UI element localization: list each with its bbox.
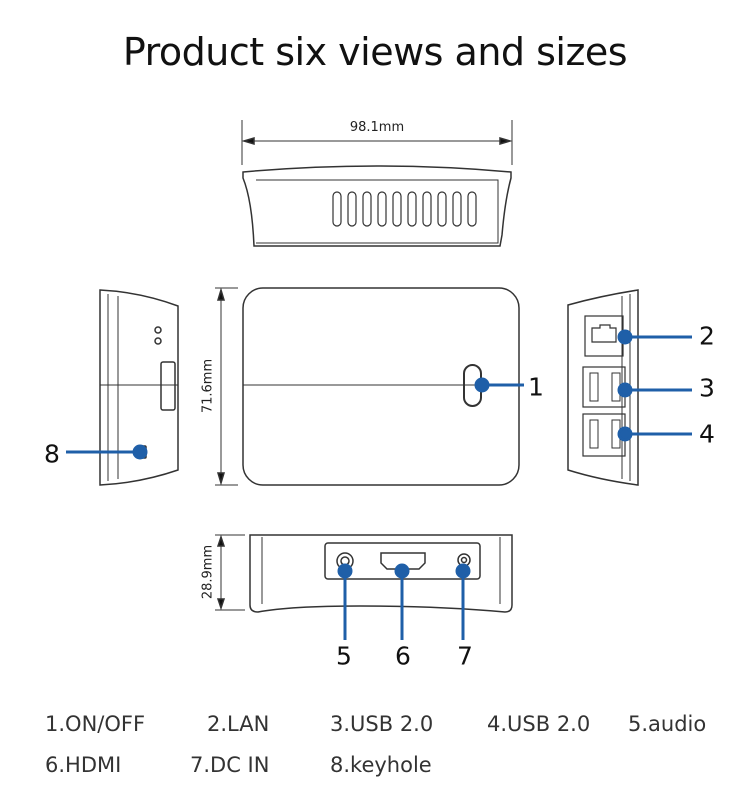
callout-2: 2 — [699, 321, 715, 351]
callout-5: 5 — [336, 641, 352, 671]
height-dimension: 71.6mm — [200, 358, 216, 414]
hdmi-port — [380, 552, 426, 570]
depth-dimension: 28.9mm — [200, 544, 216, 600]
legend-item: 2.LAN — [207, 712, 270, 736]
legend-item: 7.DC IN — [190, 753, 270, 777]
width-dimension: 98.1mm — [349, 120, 405, 135]
legend-item: 6.HDMI — [45, 753, 122, 777]
callout-1: 1 — [528, 372, 544, 402]
lan-port — [584, 315, 624, 357]
callout-lines — [66, 329, 692, 640]
legend-item: 4.USB 2.0 — [487, 712, 591, 736]
callout-6: 6 — [395, 641, 411, 671]
top-view — [241, 120, 513, 247]
legend-item: 3.USB 2.0 — [330, 712, 434, 736]
page-title: Product six views and sizes — [122, 30, 628, 74]
legend-item: 5.audio — [628, 712, 707, 736]
vent-slots — [332, 191, 477, 227]
front-view — [215, 287, 520, 486]
legend-item: 8.keyhole — [330, 753, 432, 777]
callout-3: 3 — [699, 373, 715, 403]
callout-8: 8 — [44, 439, 60, 469]
legend-item: 1.ON/OFF — [45, 712, 146, 736]
callout-4: 4 — [699, 419, 715, 449]
callout-7: 7 — [457, 641, 473, 671]
